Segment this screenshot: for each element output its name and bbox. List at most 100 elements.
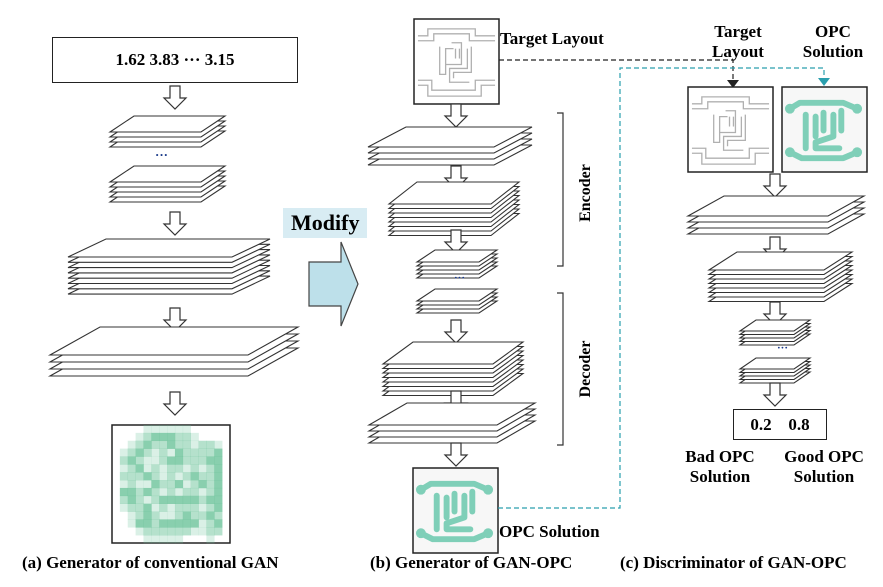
panel-c-target-label: Target Layout [693,22,783,61]
generated-noisy-layout-pixel [151,472,160,481]
discriminator-opc-solution-image-pad [852,147,863,158]
generated-noisy-layout-pixel [119,448,129,457]
generated-noisy-layout-pixel [119,480,129,489]
bad-opc-label-line1: Bad OPC [685,447,755,466]
generated-noisy-layout-pixel [167,472,176,481]
discriminator-target-layout-image-trace [691,96,770,105]
generated-noisy-layout-pixel [174,503,184,512]
generated-noisy-layout-pixel [127,495,136,504]
generated-noisy-layout-pixel [127,464,136,473]
generated-opc-solution-image-pad [415,528,426,539]
arrow-c1 [762,173,788,198]
generated-noisy-layout-pixel [198,503,207,512]
arrow-c4 [762,382,788,407]
generated-noisy-layout-pixel [151,464,160,473]
generated-noisy-layout-pixel [198,487,207,497]
encoder-bracket [557,112,564,267]
generated-noisy-layout-pixel [127,472,136,481]
generator-target-layout-image-frame [413,18,500,105]
generated-noisy-layout-pixel [159,472,168,481]
discriminator-stack-4-sheet [738,357,812,370]
generated-noisy-layout-pixel [127,440,136,449]
target-arrowhead-icon [727,80,739,88]
generated-noisy-layout-pixel [143,495,152,504]
generator-target-layout-image [413,18,500,105]
noise-vector-text: 1.62 3.83 ··· 3.15 [115,50,235,69]
generated-noisy-layout-pixel [174,527,184,536]
discriminator-opc-solution-image-pad [784,103,795,114]
generated-noisy-layout-pixel [190,472,199,481]
target-layout-connector [499,59,734,83]
generator-target-layout-image-trace [452,46,472,79]
discriminator-target-layout-image-trace [691,152,770,165]
panel-c-opc-label: OPC Solution [788,22,878,61]
generated-noisy-layout-pixel [190,519,199,528]
panel-c-target-label-line2: Layout [712,41,764,61]
generated-noisy-layout-pixel [119,503,129,512]
panel-c-ellipsis: ··· [777,342,789,354]
generated-noisy-layout-pixel [151,487,160,497]
generator-target-layout-image-trace [445,42,463,66]
generated-noisy-layout-pixel [214,440,223,449]
good-opc-label-line1: Good OPC [784,447,864,466]
generated-noisy-layout-pixel [167,527,176,536]
generated-noisy-layout-pixel [214,448,223,457]
generated-noisy-layout-pixel [182,480,191,489]
panel-b-ellipsis: ··· [454,272,466,284]
generated-noisy-layout-pixel [198,448,207,457]
panel-b-caption: (b) Generator of GAN-OPC [370,553,573,572]
discriminator-opc-solution-image-shape [786,99,861,112]
arrow-a4 [162,391,188,416]
discriminator-stack-3 [738,319,812,346]
bad-score: 0.2 [750,414,772,434]
generated-noisy-layout-pixel [151,535,160,544]
generated-noisy-layout-pixel [143,480,152,489]
modify-arrow-icon [308,241,359,327]
panel-a-stack-1 [108,115,227,148]
generated-noisy-layout-pixel [182,448,191,457]
generated-noisy-layout-pixel [143,487,152,497]
arrow-a3 [162,307,188,332]
generated-noisy-layout-pixel [159,535,168,544]
modify-label: Modify [283,208,368,238]
discriminator-target-layout-image-trace [722,116,744,151]
generated-noisy-layout-pixel [119,495,129,504]
generated-noisy-layout-pixel [143,535,152,544]
generated-noisy-layout-pixel [159,432,168,442]
generated-noisy-layout-pixel [143,519,152,528]
generated-noisy-layout-pixel [159,487,168,497]
generated-noisy-layout-pixel [206,519,215,528]
opc-arrowhead-icon [818,78,830,86]
encoder-stack-3 [415,249,499,279]
panel-b-output-label: OPC Solution [499,522,600,541]
panel-a-stack-4-sheet [47,326,301,356]
discriminator-target-layout-image-frame [687,86,774,173]
generated-noisy-layout-pixel [151,440,160,449]
decoder-stack-1 [415,288,499,314]
generated-noisy-layout-pixel [143,448,152,457]
discriminator-target-layout-image [687,86,774,173]
generated-noisy-layout-pixel [151,432,160,442]
generated-noisy-layout-pixel [159,440,168,449]
generated-noisy-layout-pixel [214,527,223,536]
generated-noisy-layout-pixel [182,456,191,465]
generated-noisy-layout-pixel [198,527,207,536]
generated-noisy-layout-pixel [127,448,136,457]
generated-noisy-layout-pixel [151,448,160,457]
arrow-b4 [443,319,469,344]
generated-noisy-layout-pixel [135,487,144,497]
good-opc-label-line2: Solution [793,466,855,486]
generated-noisy-layout-pixel [151,456,160,465]
generated-noisy-layout-pixel [182,464,191,473]
encoder-stack-2-sheet [387,181,521,205]
generated-noisy-layout-pixel [159,456,168,465]
generated-noisy-layout-pixel [182,440,191,449]
generated-noisy-layout-pixel [214,503,223,512]
generated-noisy-layout-pixel [159,519,168,528]
generated-noisy-layout-pixel [143,464,152,473]
generated-noisy-layout-pixel [174,448,184,457]
generated-opc-solution-image-shape [443,492,474,533]
generated-noisy-layout-pixel [167,440,176,449]
generated-noisy-layout-pixel [214,480,223,489]
generated-noisy-layout-pixel [206,535,215,544]
